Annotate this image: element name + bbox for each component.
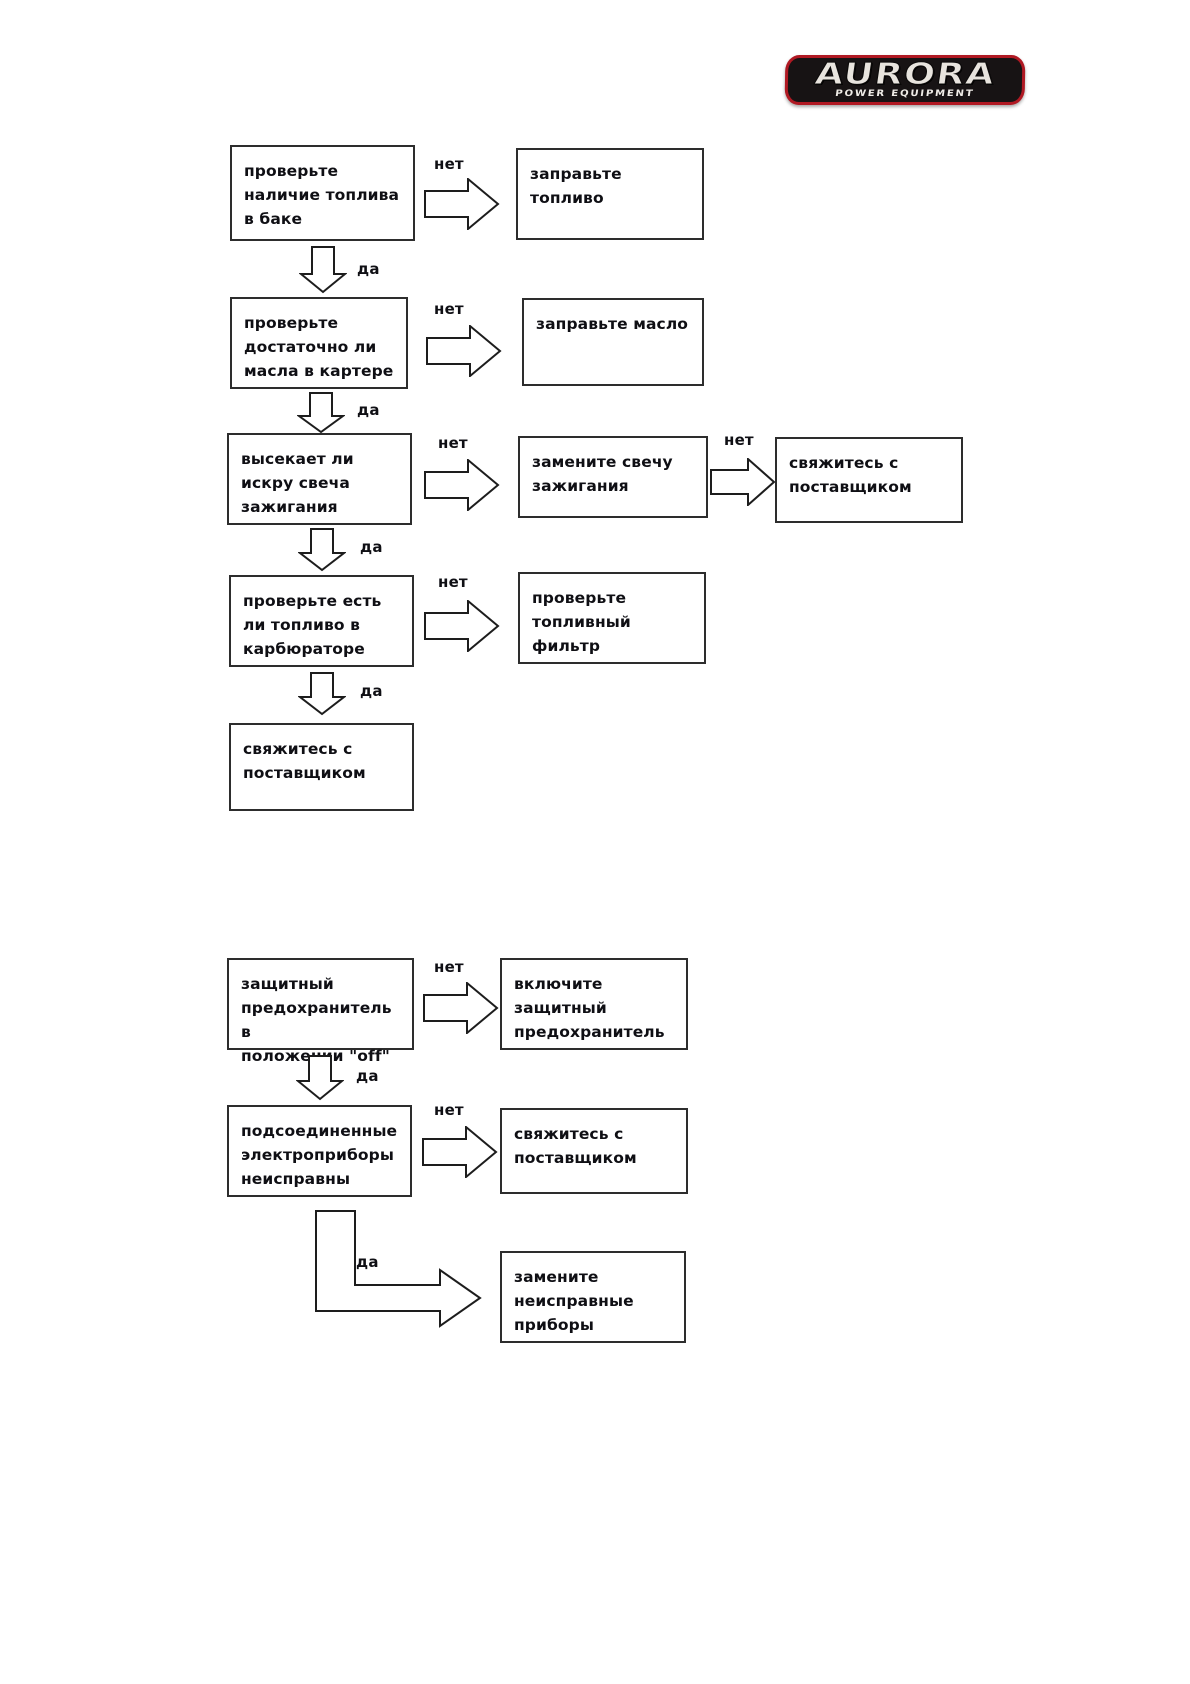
aurora-logo: AURORA POWER EQUIPMENT <box>784 55 1026 105</box>
flow-box-contact-supplier-3: свяжитесь с поставщиком <box>500 1108 688 1194</box>
edge-label-no-2: нет <box>434 300 464 318</box>
flow-box-text: проверьте есть ли топливо в карбюраторе <box>243 592 382 659</box>
flow-box-text: заправьте топливо <box>530 165 622 208</box>
arrow-elbow-down-right <box>315 1210 495 1340</box>
edge-label-no-5: нет <box>438 573 468 591</box>
flow-box-text: проверьте достаточно ли масла в картере <box>244 314 394 381</box>
flow-box-check-oil-level: проверьте достаточно ли масла в картере <box>230 297 408 389</box>
edge-label-yes-5: да <box>356 1067 379 1085</box>
flow-box-check-fuel-in-carburetor: проверьте есть ли топливо в карбюраторе <box>229 575 414 667</box>
flow-box-check-fuel-filter: проверьте топливный фильтр <box>518 572 706 664</box>
flow-box-refill-fuel: заправьте топливо <box>516 148 704 240</box>
flow-box-breaker-off: защитный предохранитель в положении "off… <box>227 958 414 1065</box>
edge-label-yes-1: да <box>357 260 380 278</box>
edge-label-no-1: нет <box>434 155 464 173</box>
flow-box-replace-faulty-appliances: замените неисправные приборы <box>500 1251 686 1343</box>
flow-box-text: свяжитесь с поставщиком <box>789 454 912 497</box>
flow-box-turn-on-breaker: включите защитный предохранитель <box>500 958 688 1050</box>
arrow-right-3 <box>424 459 500 511</box>
edge-label-no-6: нет <box>434 958 464 976</box>
edge-label-no-4: нет <box>724 431 754 449</box>
flow-box-refill-oil: заправьте масло <box>522 298 704 386</box>
arrow-right-7 <box>422 1126 498 1178</box>
flow-box-check-spark-plug: высекает ли искру свеча зажигания <box>227 433 412 525</box>
arrow-right-4 <box>710 458 776 506</box>
arrow-right-5 <box>424 600 500 652</box>
flow-box-text: свяжитесь с поставщиком <box>243 740 366 783</box>
arrow-down-2 <box>297 392 345 434</box>
flow-box-contact-supplier-1: свяжитесь с поставщиком <box>775 437 963 523</box>
logo-tagline: POWER EQUIPMENT <box>834 89 975 99</box>
edge-label-no-7: нет <box>434 1101 464 1119</box>
flow-box-text: замените неисправные приборы <box>514 1268 634 1335</box>
edge-label-yes-2: да <box>357 401 380 419</box>
logo-wordmark: AURORA <box>812 56 998 92</box>
logo-badge: AURORA POWER EQUIPMENT <box>784 55 1026 105</box>
arrow-down-1 <box>299 246 347 294</box>
edge-label-yes-4: да <box>360 682 383 700</box>
flow-box-text: включите защитный предохранитель <box>514 975 665 1042</box>
arrow-right-2 <box>426 325 502 377</box>
flow-box-text: защитный предохранитель в положении "off… <box>241 975 392 1066</box>
arrow-down-3 <box>298 528 346 572</box>
flow-box-replace-spark-plug: замените свечу зажигания <box>518 436 708 518</box>
flow-box-appliances-faulty: подсоединенные электроприборы неисправны <box>227 1105 412 1197</box>
edge-label-yes-3: да <box>360 538 383 556</box>
arrow-down-5 <box>296 1055 344 1101</box>
flow-box-text: подсоединенные электроприборы неисправны <box>241 1122 398 1189</box>
arrow-right-1 <box>424 178 500 230</box>
flow-box-text: проверьте наличие топлива в баке <box>244 162 400 229</box>
arrow-right-6 <box>423 982 499 1034</box>
edge-label-yes-6: да <box>356 1253 379 1271</box>
flow-box-text: проверьте топливный фильтр <box>532 589 631 656</box>
flow-box-text: высекает ли искру свеча зажигания <box>241 450 354 517</box>
edge-label-no-3: нет <box>438 434 468 452</box>
arrow-down-4 <box>298 672 346 716</box>
flow-box-contact-supplier-2: свяжитесь с поставщиком <box>229 723 414 811</box>
flow-box-text: заправьте масло <box>536 315 689 333</box>
flow-box-text: свяжитесь с поставщиком <box>514 1125 637 1168</box>
flow-box-text: замените свечу зажигания <box>532 453 673 496</box>
flow-box-check-fuel-in-tank: проверьте наличие топлива в баке <box>230 145 415 241</box>
